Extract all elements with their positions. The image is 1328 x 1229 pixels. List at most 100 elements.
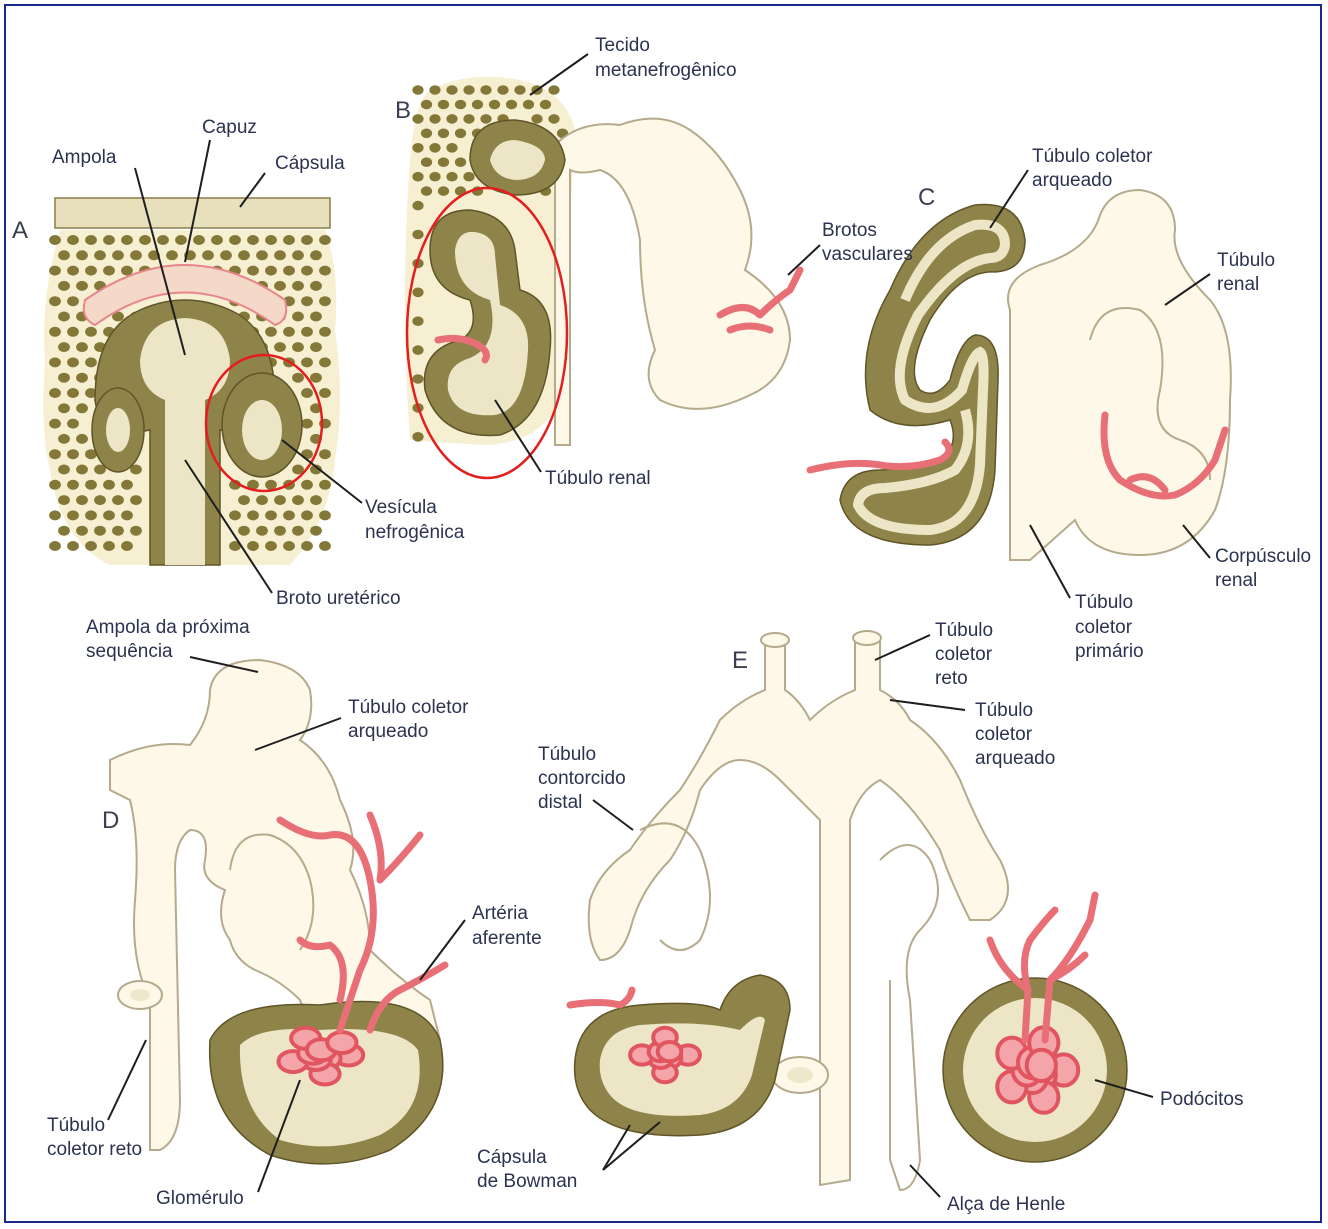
cell-nucleus [463, 85, 474, 95]
label-podocitos: Podócitos [1160, 1089, 1243, 1110]
cell-nucleus [238, 495, 250, 505]
cell-nucleus [412, 230, 423, 240]
cell-nucleus [67, 510, 79, 520]
cell-nucleus [175, 235, 187, 245]
cell-nucleus [121, 510, 133, 520]
cell-nucleus [49, 541, 61, 551]
cell-nucleus [429, 85, 440, 95]
label-bowman-1: Cápsula [477, 1147, 547, 1168]
cell-nucleus [446, 114, 457, 124]
straight-tube-top-2 [853, 631, 881, 645]
label-arteria-1: Artéria [472, 903, 528, 924]
label-ampola-proxima-2: sequência [86, 641, 173, 662]
cell-nucleus [283, 327, 295, 337]
cell-nucleus [67, 327, 79, 337]
tube-opening-d [130, 989, 150, 1001]
label-corpusculo-2: renal [1215, 570, 1257, 591]
label-vesicula-2: nefrogênica [365, 522, 465, 543]
cell-nucleus [292, 495, 304, 505]
cell-nucleus [274, 250, 286, 260]
cell-nucleus [274, 526, 286, 536]
panel-letter-b: B [395, 97, 411, 124]
panel-letter-e: E [732, 647, 748, 674]
label-tubulo-renal-b: Túbulo renal [545, 468, 651, 489]
cell-nucleus [121, 480, 133, 490]
cell-nucleus [412, 345, 423, 355]
cell-nucleus [49, 480, 61, 490]
cell-nucleus [49, 266, 61, 276]
cell-nucleus [112, 495, 124, 505]
cell-nucleus [58, 373, 70, 383]
cell-nucleus [412, 143, 423, 153]
label-coletor-arq-e-1: Túbulo [975, 700, 1033, 721]
cell-nucleus [412, 201, 423, 211]
cell-nucleus [121, 235, 133, 245]
label-arteria-2: aferente [472, 928, 542, 949]
label-coletor-arq-e-3: arqueado [975, 748, 1055, 769]
cell-nucleus [531, 114, 542, 124]
cell-nucleus [58, 250, 70, 260]
cell-nucleus [67, 480, 79, 490]
label-brotos-1: Brotos [822, 220, 877, 241]
panel-letter-d: D [102, 807, 119, 834]
collecting-tubule-b [555, 119, 790, 445]
cell-nucleus [112, 526, 124, 536]
label-capuz: Capuz [202, 117, 257, 138]
label-alca-henle: Alça de Henle [947, 1194, 1065, 1215]
cell-nucleus [76, 342, 88, 352]
cell-nucleus [94, 250, 106, 260]
cell-nucleus [103, 480, 115, 490]
cell-nucleus [58, 342, 70, 352]
cell-nucleus [506, 100, 517, 110]
cell-nucleus [446, 143, 457, 153]
label-coletor-arq-c-1: Túbulo coletor [1032, 146, 1153, 167]
cell-nucleus [112, 250, 124, 260]
label-contorcido-1: Túbulo [538, 744, 596, 765]
label-coletor-arq-d-2: arqueado [348, 721, 428, 742]
cell-nucleus [540, 100, 551, 110]
capillary-loop [1027, 1050, 1056, 1081]
cell-nucleus [429, 143, 440, 153]
cell-nucleus [265, 235, 277, 245]
cell-nucleus [319, 357, 331, 367]
cell-nucleus [310, 250, 322, 260]
cell-nucleus [523, 100, 534, 110]
cell-nucleus [480, 114, 491, 124]
cell-nucleus [76, 434, 88, 444]
cell-nucleus [319, 510, 331, 520]
label-ampola: Ampola [52, 147, 117, 168]
cell-nucleus [463, 172, 474, 182]
cell-nucleus [49, 235, 61, 245]
cell-nucleus [429, 172, 440, 182]
cell-nucleus [256, 495, 268, 505]
cell-nucleus [85, 541, 97, 551]
cell-nucleus [103, 235, 115, 245]
cell-nucleus [211, 235, 223, 245]
cell-nucleus [412, 432, 423, 442]
cell-nucleus [49, 449, 61, 459]
cell-nucleus [319, 235, 331, 245]
cell-nucleus [463, 114, 474, 124]
vessel-c1 [810, 442, 949, 470]
cell-nucleus [283, 510, 295, 520]
cell-nucleus [130, 495, 142, 505]
cell-nucleus [497, 85, 508, 95]
cell-nucleus [58, 526, 70, 536]
cell-nucleus [283, 266, 295, 276]
label-coletor-prim-1: Túbulo [1075, 592, 1133, 613]
capillary-loop [658, 1042, 682, 1061]
cell-nucleus [58, 312, 70, 322]
label-tubulo-renal-c-2: renal [1217, 274, 1259, 295]
cell-nucleus [438, 129, 449, 139]
label-coletor-reto-e-3: reto [935, 668, 968, 689]
cell-nucleus [421, 186, 432, 196]
cell-nucleus [292, 342, 304, 352]
cell-nucleus [301, 296, 313, 306]
cell-nucleus [49, 327, 61, 337]
label-brotos-2: vasculares [822, 244, 913, 265]
label-tecido-1: Tecido [595, 35, 650, 56]
cell-nucleus [67, 235, 79, 245]
cell-nucleus [319, 449, 331, 459]
cell-nucleus [412, 288, 423, 298]
